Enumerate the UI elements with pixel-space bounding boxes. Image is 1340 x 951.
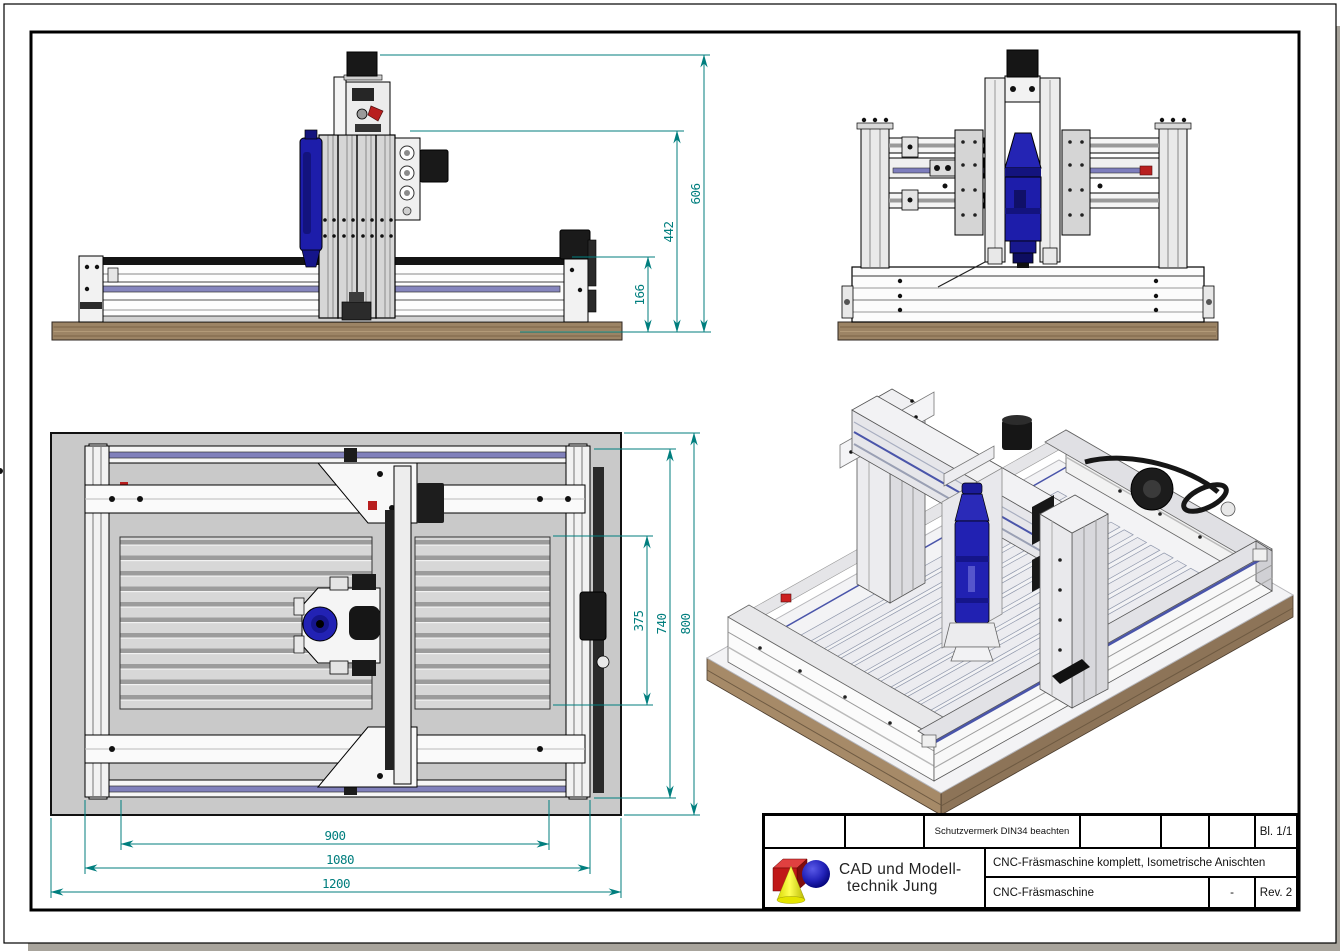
rear-cable	[937, 261, 986, 288]
protection-note-label: Schutzvermerk DIN34 beachten	[934, 826, 1070, 837]
plan-dimensions	[50, 432, 700, 898]
front-spindle-motor	[299, 129, 323, 268]
plan-y-stepper-motor	[579, 591, 610, 669]
title-block: Schutzvermerk DIN34 beachten Bl. 1/1 CAD…	[762, 813, 1299, 910]
part-name-label: CNC-Fräsmaschine	[993, 886, 1094, 899]
front-base-board	[51, 321, 623, 341]
company-name: CAD und Modell- technik Jung	[839, 861, 962, 895]
plan-view	[0, 432, 622, 816]
rear-left-tower	[856, 117, 894, 269]
company-name-line2: technik Jung	[847, 878, 938, 895]
dim-plan-table-length: 900	[324, 828, 345, 843]
rear-elevation-view	[837, 49, 1219, 341]
company-name-line1: CAD und Modell-	[839, 861, 962, 878]
dim-plan-frame-width: 740	[654, 613, 669, 634]
iso-pulley	[1220, 501, 1236, 517]
front-right-end-plate	[563, 255, 589, 323]
isometric-view	[705, 388, 1295, 816]
revision-cell: Rev. 2	[1256, 878, 1296, 907]
title-block-cell-empty-3	[1081, 816, 1162, 849]
rear-gantry-center	[937, 49, 1091, 288]
front-gantry-column	[318, 134, 396, 321]
dim-plan-plate-width: 800	[678, 613, 693, 634]
iso-z-stepper-motor	[1002, 420, 1032, 450]
dim-plan-frame-length: 1080	[326, 852, 354, 867]
front-left-end-plate	[78, 255, 104, 323]
drawing-frame	[29, 30, 1301, 912]
iso-y-stepper-motor	[1084, 455, 1236, 517]
plan-carriage-motor	[349, 606, 380, 640]
plan-x-stepper-motor	[417, 483, 444, 523]
iso-near-tower	[1039, 494, 1109, 709]
revision-label: Rev. 2	[1259, 886, 1293, 899]
dim-front-total-height: 606	[688, 183, 703, 204]
dim-front-bed-height: 166	[632, 284, 647, 305]
iso-rail-clamp	[1052, 659, 1090, 684]
title-block-cell-empty-1	[765, 816, 846, 849]
iso-spindle-motor	[943, 482, 1001, 662]
dim-front-column-height: 442	[661, 221, 676, 242]
title-block-cell-empty-4	[1162, 816, 1210, 849]
scale-cell: -	[1210, 878, 1256, 907]
rear-machine-bed	[841, 266, 1215, 323]
rear-red-detail	[1139, 165, 1153, 176]
front-z-stepper-motor	[346, 51, 378, 77]
rear-leadscrew-bearing	[929, 159, 957, 177]
front-z-assembly	[333, 51, 391, 136]
dim-plan-table-width: 375	[631, 610, 646, 631]
rear-base-board	[837, 321, 1219, 341]
dim-plan-plate-length: 1200	[322, 876, 350, 891]
iso-red-detail	[780, 593, 792, 603]
drawing-title: CNC-Fräsmaschine komplett, Isometrische …	[986, 849, 1296, 878]
front-clamp-handle	[367, 105, 384, 122]
sheet-number-label: Bl. 1/1	[1259, 825, 1293, 838]
front-y-stepper-motor	[559, 229, 591, 260]
title-block-cell-empty-5	[1210, 816, 1256, 849]
sheet-shadow-right	[1336, 26, 1340, 951]
plan-spindle-carriage	[293, 574, 381, 676]
sheet-number: Bl. 1/1	[1256, 816, 1296, 849]
front-bearing-plate	[394, 137, 449, 221]
drawing-title-label: CNC-Fräsmaschine komplett, Isometrische …	[993, 856, 1266, 869]
rear-spindle-motor	[1004, 132, 1042, 268]
protection-note: Schutzvermerk DIN34 beachten	[925, 816, 1081, 849]
front-dimensions	[380, 54, 711, 333]
front-x-stepper-motor	[419, 149, 449, 183]
title-block-cell-empty-2	[846, 816, 925, 849]
front-elevation-view	[51, 51, 623, 341]
rear-right-tower	[1154, 117, 1192, 269]
company-logo-icon	[772, 858, 830, 904]
part-name: CNC-Fräsmaschine	[986, 878, 1210, 907]
front-column-bolts	[323, 218, 393, 238]
plan-gantry-beam	[385, 465, 412, 785]
scale-label: -	[1230, 886, 1234, 899]
company-logo-cell: CAD und Modell- technik Jung	[765, 849, 986, 907]
plan-red-detail-2	[368, 501, 377, 510]
rear-z-stepper-motor	[1006, 49, 1039, 78]
sheet-shadow-bottom	[28, 943, 1340, 951]
